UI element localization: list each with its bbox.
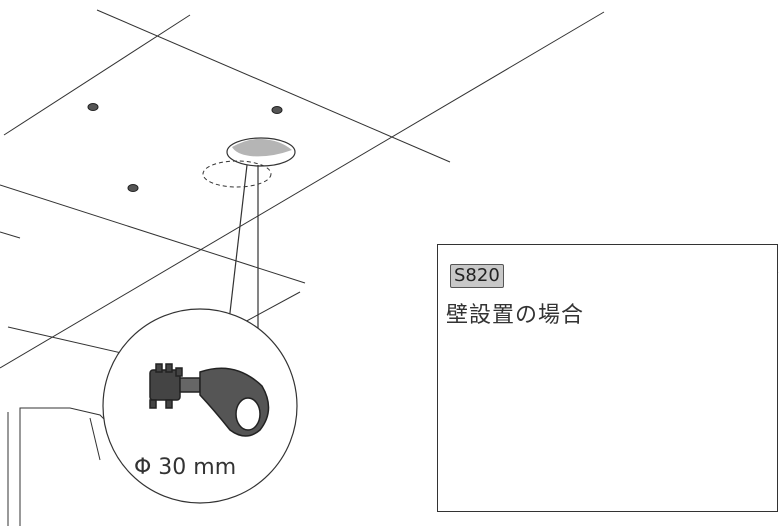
mounting-screws <box>87 103 283 192</box>
hole-diameter-label: Φ 30 mm <box>134 455 237 480</box>
ceiling-hole <box>202 137 296 188</box>
screw-hole-top-right <box>271 106 283 114</box>
inset-caption: 壁設置の場合 <box>446 303 585 328</box>
magnifier-callout <box>102 164 298 504</box>
wall-corner-outline <box>7 407 106 526</box>
ceiling-panel-lines <box>0 9 605 369</box>
wall-installation-inset <box>437 244 778 512</box>
cutout-guide-dashed <box>202 160 272 188</box>
screw-hole-top-left <box>87 103 99 111</box>
zoom-circle <box>102 308 298 504</box>
model-badge: S820 <box>450 264 504 288</box>
hole-saw-tool-icon <box>149 363 270 437</box>
screw-hole-bottom <box>127 184 139 192</box>
